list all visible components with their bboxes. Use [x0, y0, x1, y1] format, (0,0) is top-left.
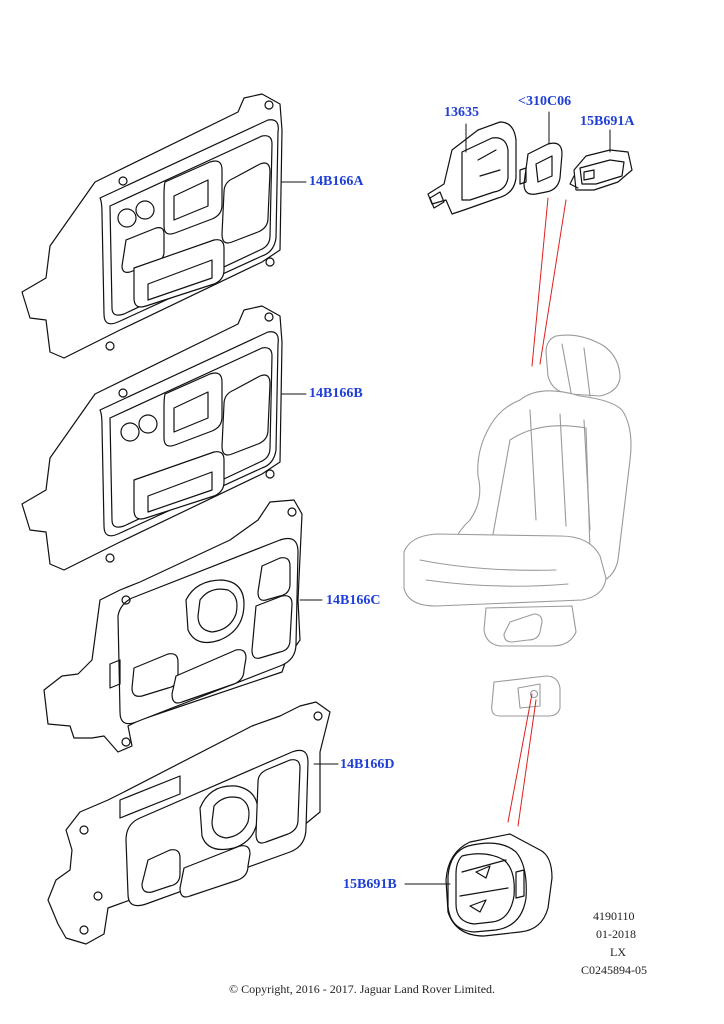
switch-15B691B — [445, 833, 553, 937]
diagram-code: 4190110 — [593, 909, 635, 923]
callout-14B166D: 14B166D — [340, 757, 395, 772]
switch-panel-14B166B — [21, 305, 283, 571]
seat-illustration — [403, 334, 632, 717]
diagram-date: 01-2018 — [596, 927, 636, 941]
copyright-notice: © Copyright, 2016 - 2017. Jaguar Land Ro… — [228, 982, 496, 996]
bezel-310C06 — [519, 142, 563, 195]
lumbar-switch-13635 — [427, 121, 517, 215]
switch-15B691A — [569, 149, 633, 191]
callout-14B166B: 14B166B — [309, 386, 363, 401]
callout-15B691B: 15B691B — [343, 877, 397, 892]
switch-panel-14B166C — [43, 499, 303, 753]
callout-310C06: <310C06 — [518, 94, 572, 109]
diagram-ref: C0245894-05 — [581, 963, 647, 977]
callout-13635: 13635 — [444, 105, 479, 120]
callout-14B166C: 14B166C — [326, 593, 381, 608]
switch-panel-14B166D — [47, 701, 331, 945]
callout-14B166A: 14B166A — [309, 174, 364, 189]
callout-15B691A: 15B691A — [580, 114, 635, 129]
diagram-model: LX — [610, 945, 626, 959]
switch-panel-14B166A — [21, 93, 283, 359]
